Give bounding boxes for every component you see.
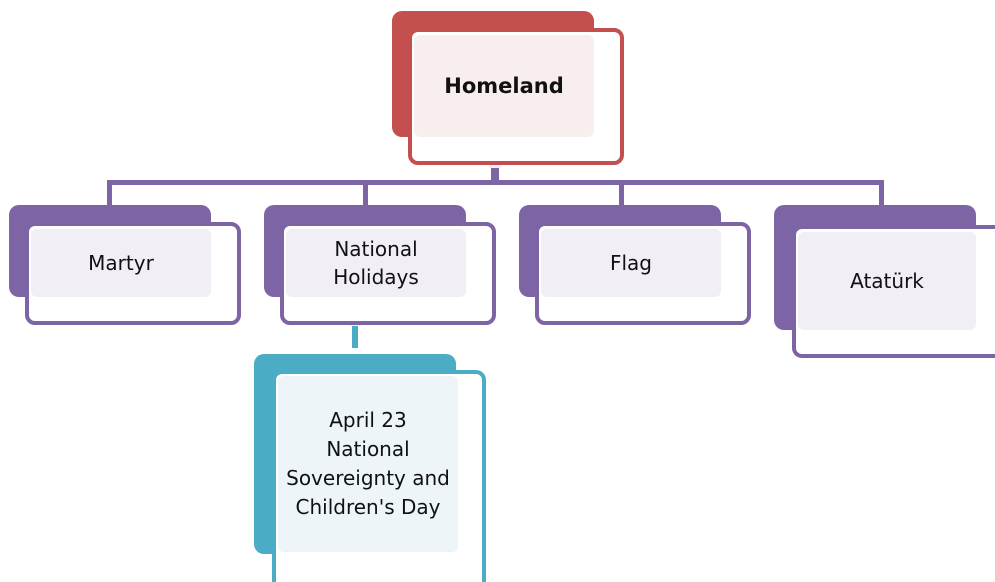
grandchild-node-label: April 23 National Sovereignty and Childr… [278,376,458,552]
horizontal-branch-line [107,180,884,185]
child-node-label: Flag [541,229,721,297]
drop-line-martyr [107,180,112,206]
child-node-label: Atatürk [798,232,976,330]
drop-line-flag [619,180,624,206]
child-node-label: National Holidays [286,229,466,297]
child-node-martyr: Martyr [9,205,241,325]
root-node-label: Homeland [414,35,594,137]
child-node-national-holidays: National Holidays [264,205,496,325]
root-node-homeland: Homeland [392,11,624,165]
grandchild-node-april-23: April 23 National Sovereignty and Childr… [254,354,486,582]
child-node-ataturk: Atatürk [774,205,995,358]
drop-line-grandchild [352,306,358,348]
child-node-flag: Flag [519,205,751,325]
child-node-label: Martyr [31,229,211,297]
drop-line-ataturk [879,180,884,206]
drop-line-national-holidays [363,180,368,206]
